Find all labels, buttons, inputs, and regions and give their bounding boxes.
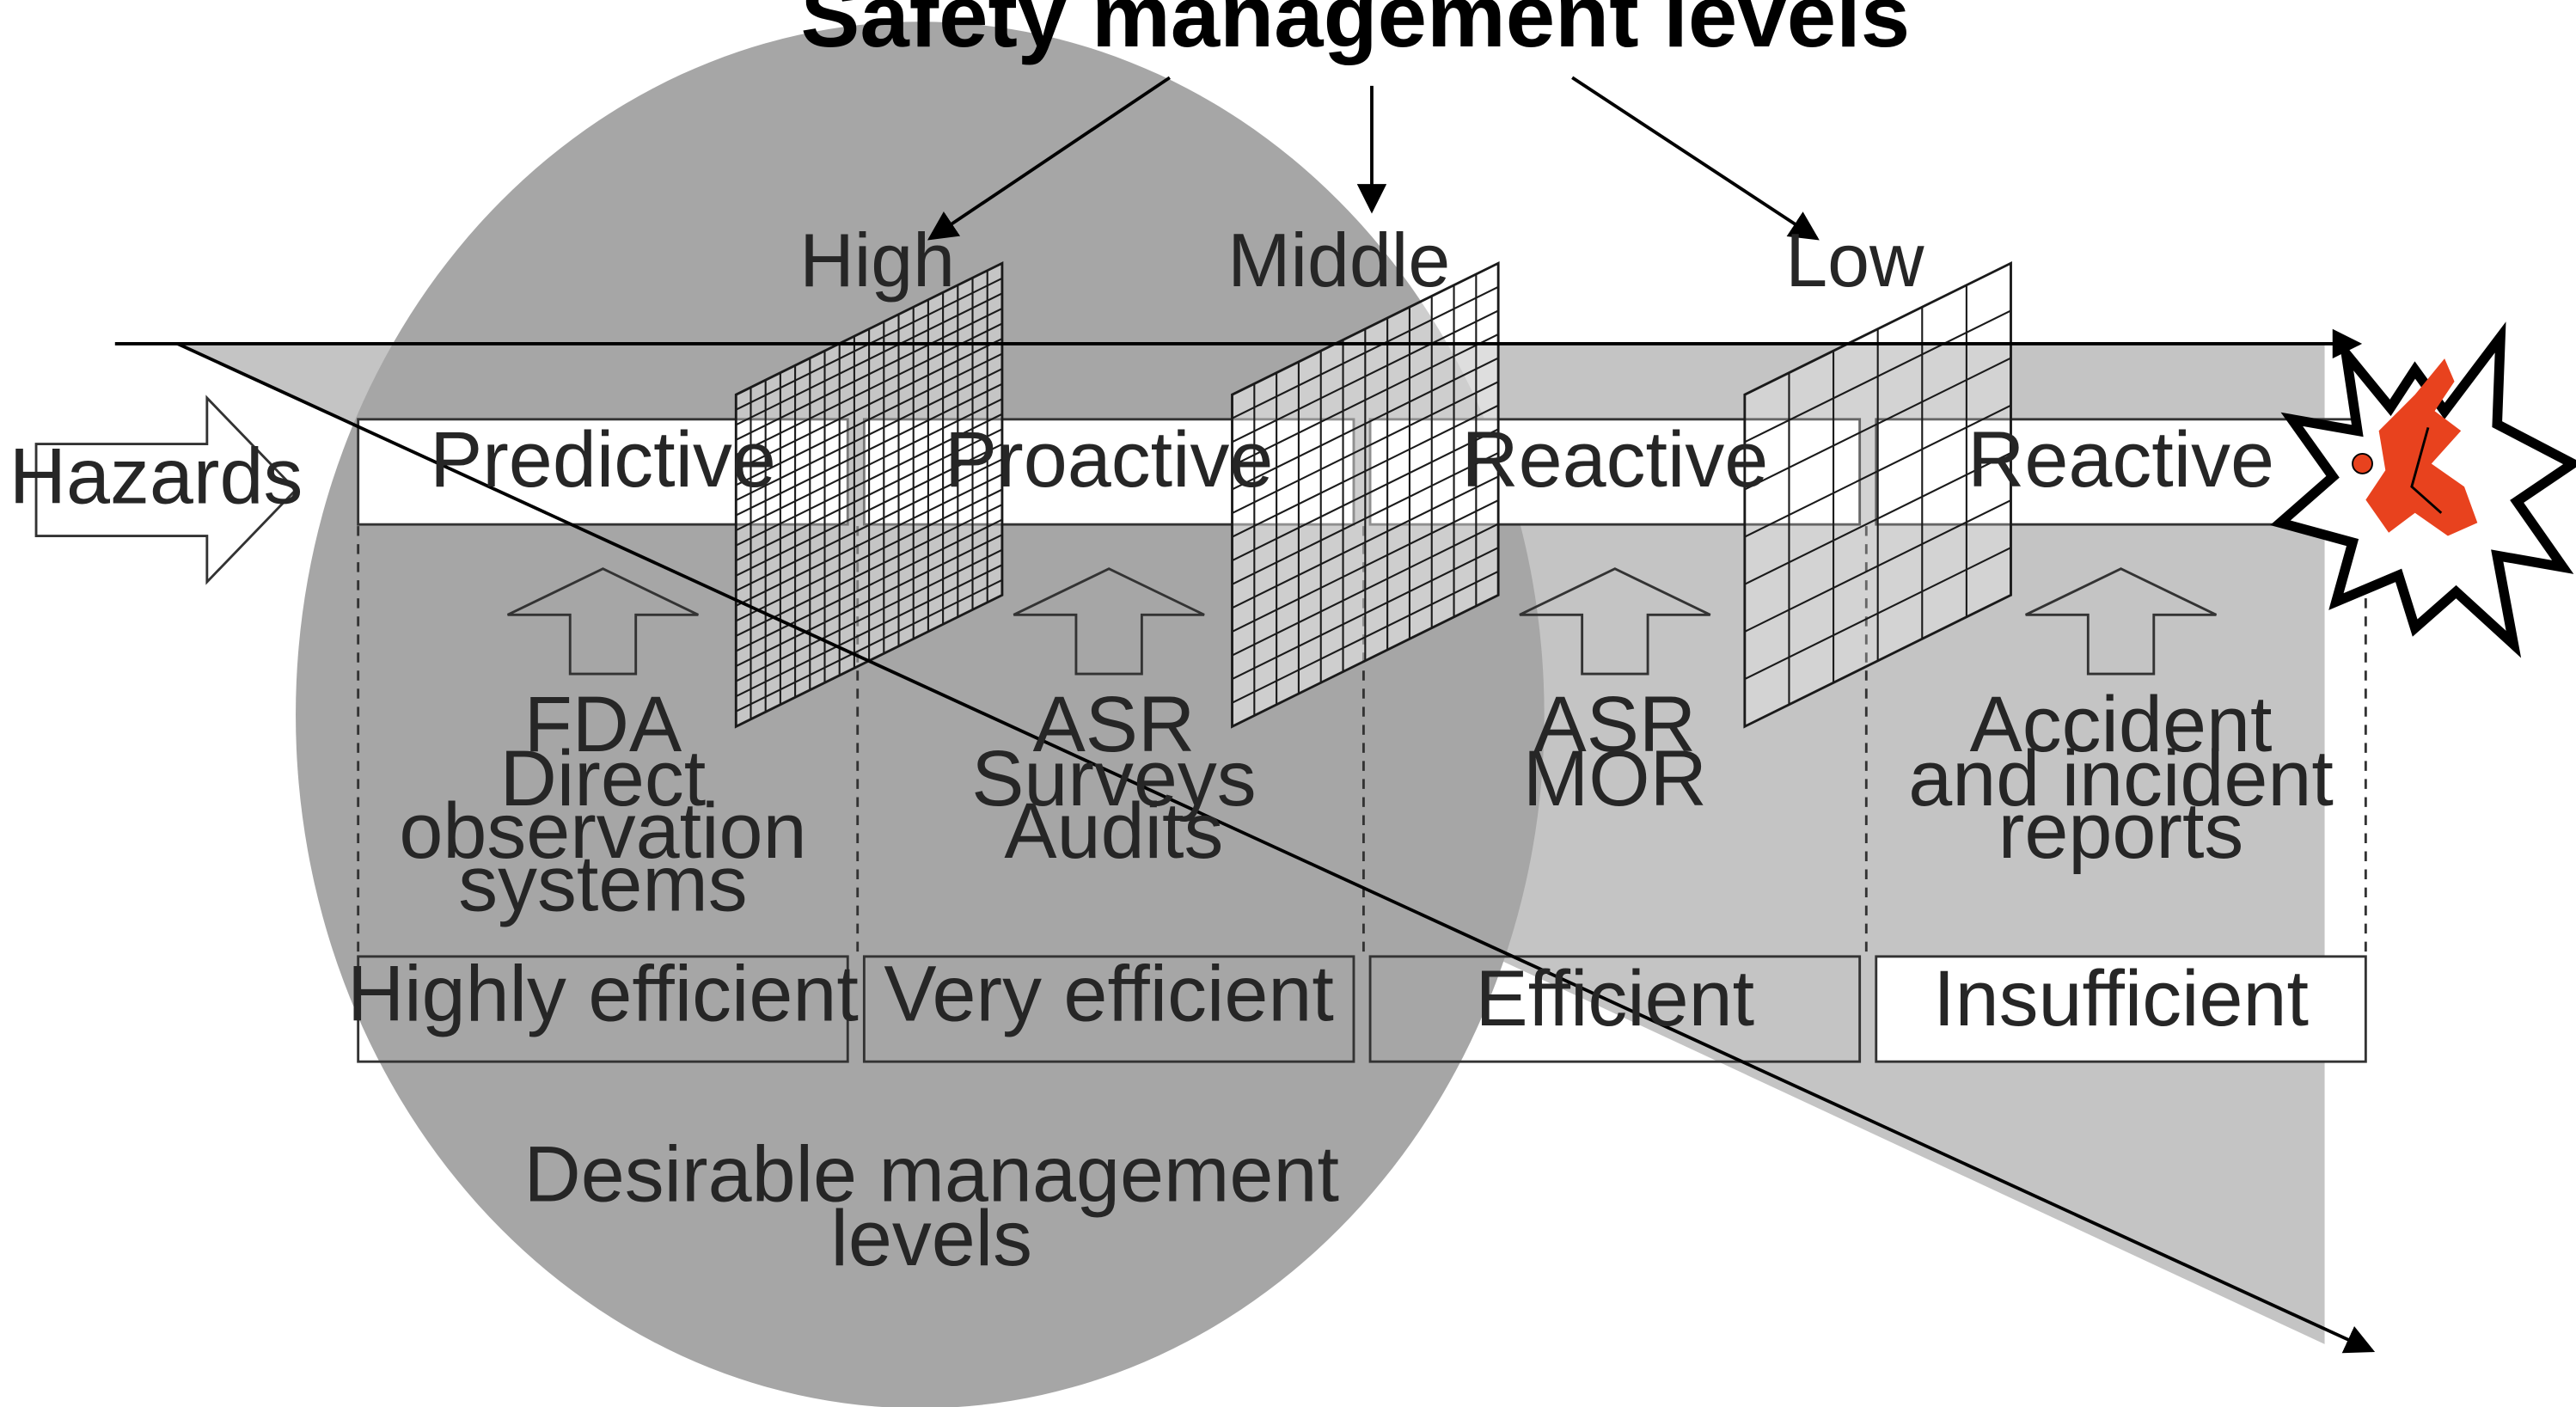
up-arrow-icon bbox=[1013, 567, 1205, 676]
grid-middle bbox=[1231, 260, 1500, 729]
grid-low bbox=[1743, 260, 2012, 729]
tool-arrows bbox=[506, 567, 2218, 676]
diagram-title: Safety management levels bbox=[801, 0, 1911, 65]
tool-line: Direct bbox=[500, 735, 707, 823]
hazard-trajectory-diagonal bbox=[176, 342, 2376, 1354]
efficiency-label: Insufficient bbox=[1933, 955, 2309, 1043]
arrow-to-low bbox=[1571, 76, 1820, 241]
efficiency-box-2 bbox=[862, 955, 1355, 1063]
tool-line: systems bbox=[458, 840, 747, 927]
tool-line: FDA bbox=[524, 681, 682, 768]
tool-line: and incident bbox=[1908, 735, 2334, 823]
tool-line: Audits bbox=[1004, 787, 1223, 875]
stage-mode-label: Reactive bbox=[1461, 416, 1768, 504]
stage-box-4 bbox=[1875, 418, 2367, 526]
stage-mode-label: Predictive bbox=[430, 416, 776, 504]
up-arrow-icon bbox=[506, 567, 699, 676]
tool-line: Surveys bbox=[971, 735, 1256, 823]
arrow-to-high bbox=[927, 76, 1171, 241]
stage-mode-label: Reactive bbox=[1967, 416, 2274, 504]
grid-high bbox=[734, 260, 1004, 729]
hazards-arrow-icon bbox=[34, 395, 298, 585]
tool-line: observation bbox=[399, 787, 806, 875]
level-low-label: Low bbox=[1785, 217, 1924, 303]
efficiency-box-4 bbox=[1875, 955, 2367, 1063]
efficiency-box-1 bbox=[357, 955, 849, 1063]
level-high-label: High bbox=[799, 217, 955, 303]
up-arrow-icon bbox=[1519, 567, 1711, 676]
level-middle-label: Middle bbox=[1227, 217, 1450, 303]
efficiency-label: Highly efficient bbox=[347, 950, 859, 1037]
tool-line: ASR bbox=[1033, 681, 1196, 768]
explosion-icon bbox=[2270, 321, 2576, 658]
efficiency-boxes bbox=[357, 955, 2367, 1063]
stage-mode-label: Proactive bbox=[945, 416, 1273, 504]
efficiency-label: Very efficient bbox=[884, 950, 1334, 1037]
efficiency-label: Efficient bbox=[1476, 955, 1755, 1043]
desirable-label-line2: levels bbox=[830, 1195, 1032, 1282]
stage-box-3 bbox=[1368, 418, 1862, 526]
tool-line: Accident bbox=[1970, 681, 2273, 768]
tool-line: ASR bbox=[1534, 681, 1697, 768]
safety-filters bbox=[734, 260, 2012, 729]
tool-line: reports bbox=[1998, 787, 2244, 875]
up-arrow-icon bbox=[2025, 567, 2218, 676]
desirable-label-line1: Desirable management bbox=[524, 1131, 1339, 1219]
tool-line: MOR bbox=[1523, 735, 1707, 823]
hazards-label: Hazards bbox=[9, 432, 303, 520]
efficiency-box-3 bbox=[1368, 955, 1862, 1063]
